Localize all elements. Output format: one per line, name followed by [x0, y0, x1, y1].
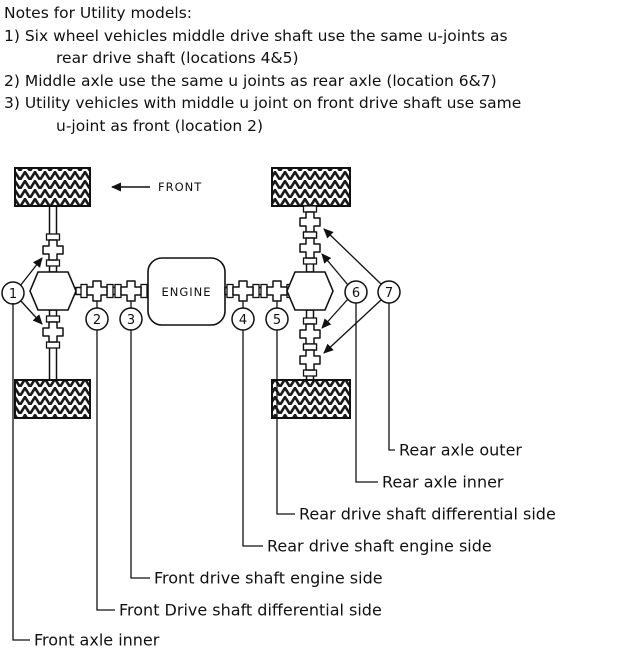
marker-2-number: 2 [93, 313, 101, 328]
note-line-3-cont: u-joint as front (location 2) [56, 116, 264, 135]
marker-3-number: 3 [127, 313, 135, 328]
front-differential [29, 271, 77, 311]
marker-4: 4 [231, 307, 255, 331]
marker-7: 7 [377, 280, 401, 304]
marker-6: 6 [344, 280, 368, 304]
front-direction-indicator: FRONT [111, 180, 202, 194]
front-drive-shaft-engine-side-ujoint [114, 280, 148, 302]
rear-axle-inner-ujoint-upper [299, 231, 321, 265]
rear-axle-assembly [271, 167, 351, 419]
callout-front-drive-shaft-differential-side: Front Drive shaft differential side [119, 601, 382, 620]
note-line-1-cont: rear drive shaft (locations 4&5) [56, 49, 299, 67]
marker-3: 3 [119, 307, 143, 331]
front-axle-inner-ujoint-lower [42, 315, 64, 349]
front-drive-shaft [75, 280, 149, 302]
leader-4 [242, 330, 263, 547]
front-label: FRONT [158, 180, 202, 194]
rear-drive-shaft [224, 280, 294, 302]
rear-right-tire [271, 379, 351, 419]
marker-pointer-arrows [19, 228, 382, 354]
callout-front-drive-shaft-engine-side: Front drive shaft engine side [154, 569, 383, 588]
location-markers: 1 2 3 4 5 6 7 [1, 280, 401, 331]
note-line-3: 3) Utility vehicles with middle u joint … [4, 94, 522, 112]
callout-front-axle-inner: Front axle inner [34, 631, 160, 648]
notes-title: Notes for Utility models: [4, 4, 193, 22]
leader-3 [130, 330, 150, 579]
notes-block: Notes for Utility models: 1) Six wheel v… [4, 2, 521, 137]
marker-1-number: 1 [9, 287, 17, 302]
front-left-tire [14, 167, 91, 207]
marker-7-number: 7 [385, 286, 393, 301]
leader-7 [388, 303, 395, 451]
leader-1 [12, 303, 30, 641]
marker-5-number: 5 [273, 313, 281, 328]
marker-4-number: 4 [239, 313, 247, 328]
marker1-arrow-lower [19, 299, 43, 325]
rear-axle-outer-ujoint-lower [299, 343, 321, 377]
leader-2 [96, 330, 115, 611]
marker-2: 2 [85, 307, 109, 331]
rear-differential [286, 271, 334, 311]
engine-label: ENGINE [161, 285, 211, 299]
rear-drive-shaft-engine-side-ujoint [226, 280, 260, 302]
callout-rear-drive-shaft-differential-side: Rear drive shaft differential side [299, 505, 556, 524]
marker-1: 1 [1, 281, 25, 305]
marker-5: 5 [265, 307, 289, 331]
callout-rear-drive-shaft-engine-side: Rear drive shaft engine side [267, 537, 492, 556]
rear-left-tire [271, 167, 351, 207]
front-drive-shaft-diff-side-ujoint [80, 280, 114, 302]
marker-6-number: 6 [352, 286, 360, 301]
callout-rear-axle-outer: Rear axle outer [399, 441, 522, 460]
note-line-1: 1) Six wheel vehicles middle drive shaft… [4, 26, 508, 45]
note-line-2: 2) Middle axle use the same u joints as … [4, 71, 497, 90]
front-axle-assembly [14, 167, 91, 419]
marker7-arrow-lower [323, 299, 382, 354]
marker1-arrow-upper [19, 257, 43, 287]
marker6-arrow-lower [321, 298, 349, 329]
leader-6 [355, 303, 378, 483]
engine-box: ENGINE [147, 257, 226, 326]
callout-labels: Rear axle outer Rear axle inner Rear dri… [12, 303, 556, 648]
leader-5 [276, 330, 295, 515]
callout-rear-axle-inner: Rear axle inner [382, 473, 504, 492]
marker7-arrow-upper [323, 228, 382, 285]
front-axle-inner-ujoint-upper [42, 233, 64, 267]
front-right-tire [14, 379, 91, 419]
marker6-arrow-upper [321, 253, 349, 286]
